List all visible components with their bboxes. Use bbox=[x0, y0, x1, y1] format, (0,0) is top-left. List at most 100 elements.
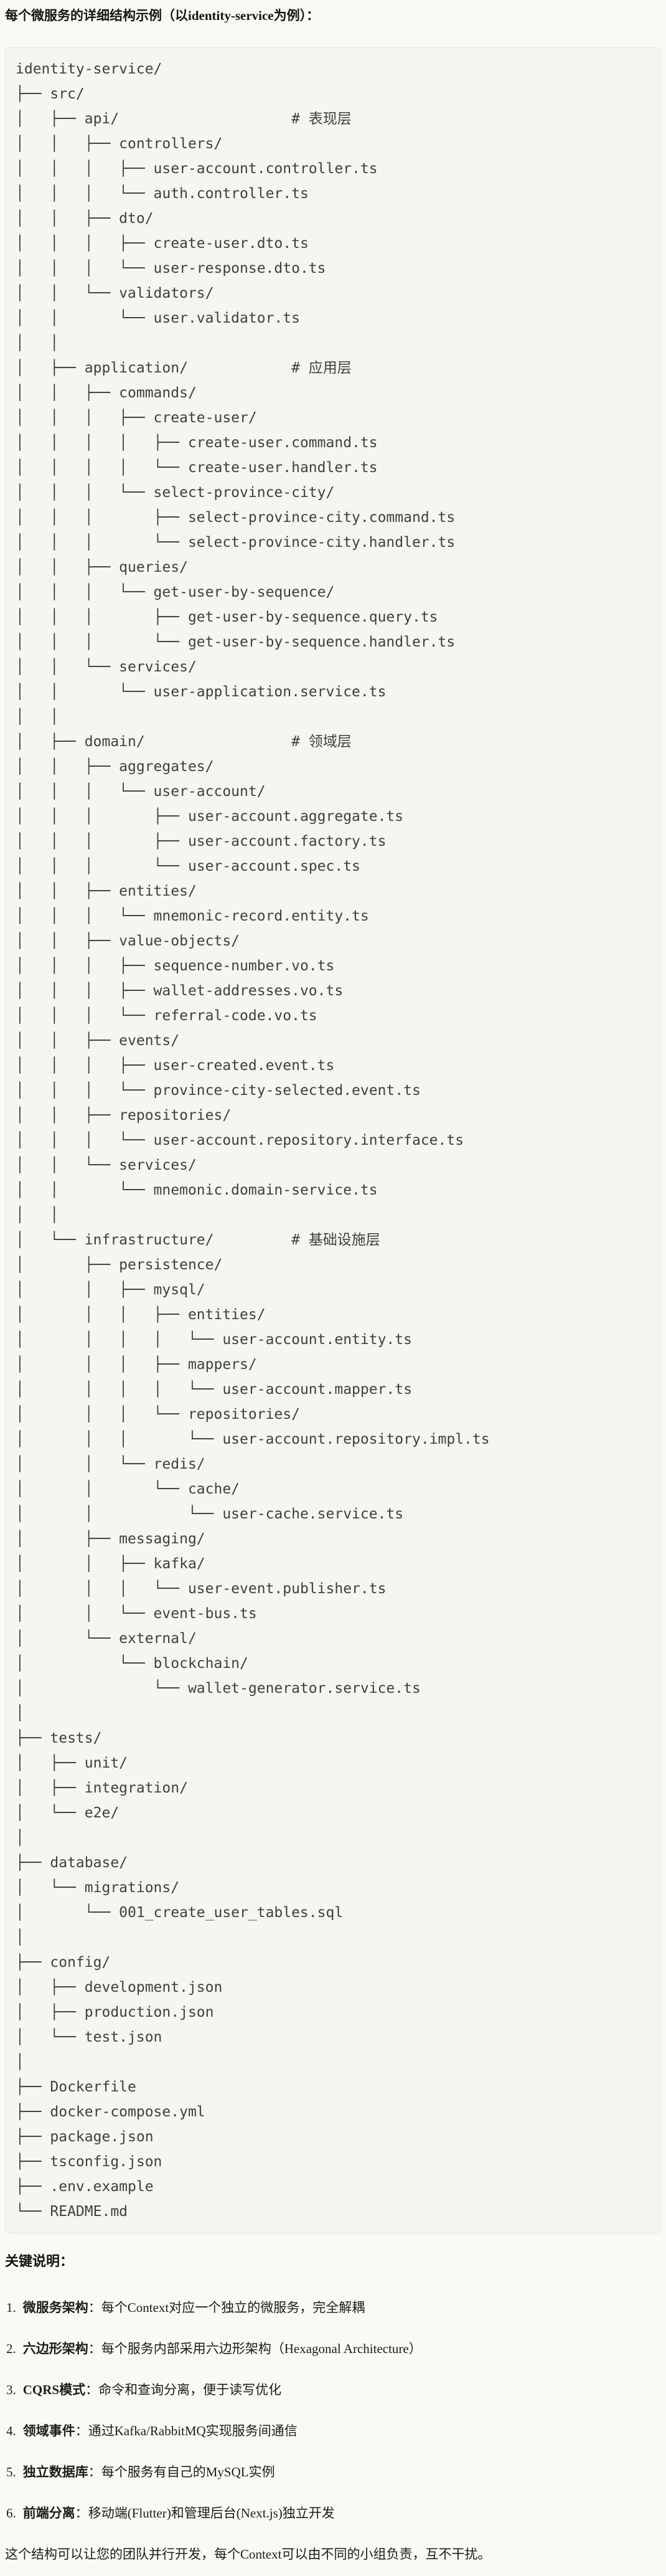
tree-line: ├── tsconfig.json bbox=[16, 2154, 162, 2170]
tree-line: │ │ │ ├── entities/ bbox=[16, 1307, 266, 1323]
note-colon: ： bbox=[75, 2423, 88, 2438]
tree-line: │ └── wallet-generator.service.ts bbox=[16, 1680, 421, 1697]
note-term: CQRS模式 bbox=[22, 2382, 86, 2397]
note-item: 2. 六边形架构：每个服务内部采用六边形架构（Hexagonal Architec… bbox=[6, 2339, 661, 2358]
notes-heading: 关键说明： bbox=[5, 2253, 74, 2269]
tree-line: │ ├── integration/ bbox=[16, 1780, 188, 1796]
tree-line: │ │ │ └── select-province-city/ bbox=[16, 485, 335, 501]
tree-line: │ │ │ │ └── create-user.handler.ts bbox=[16, 460, 378, 476]
tree-line: │ │ ├── dto/ bbox=[16, 211, 154, 227]
tree-line: ├── package.json bbox=[16, 2129, 154, 2145]
note-number: 1. bbox=[6, 2300, 16, 2315]
tree-line: │ │ │ │ └── user-account.entity.ts bbox=[16, 1332, 412, 1348]
tree-line: ├── config/ bbox=[16, 1954, 111, 1971]
note-description: 每个服务内部采用六边形架构（Hexagonal Architecture） bbox=[101, 2341, 422, 2356]
tree-line: │ │ │ └── user-response.dto.ts bbox=[16, 260, 326, 277]
tree-line: │ │ │ └── user-event.publisher.ts bbox=[16, 1581, 387, 1597]
tree-line: │ ├── development.json bbox=[16, 1979, 223, 1996]
tree-line: │ │ │ ├── create-user.dto.ts bbox=[16, 235, 309, 252]
tree-line: │ │ │ ├── user-account.aggregate.ts bbox=[16, 808, 404, 825]
tree-line: │ │ │ ├── get-user-by-sequence.query.ts bbox=[16, 609, 438, 625]
tree-line: │ │ ├── value-objects/ bbox=[16, 933, 240, 949]
tree-line: │ │ bbox=[16, 335, 59, 351]
note-colon: ： bbox=[88, 2465, 101, 2479]
tree-line: │ └── test.json bbox=[16, 2029, 162, 2045]
tree-line: │ bbox=[16, 2054, 24, 2070]
tree-line: ├── tests/ bbox=[16, 1730, 102, 1746]
tree-line: │ │ │ ├── create-user/ bbox=[16, 410, 257, 426]
note-item: 5.独立数据库：每个服务有自己的MySQL实例 bbox=[6, 2463, 661, 2481]
tree-line: │ │ ├── commands/ bbox=[16, 385, 197, 401]
tree-line: │ │ │ │ └── user-account.mapper.ts bbox=[16, 1381, 412, 1398]
tree-line: ├── .env.example bbox=[16, 2179, 154, 2195]
note-item: 4. 领域事件：通过Kafka/RabbitMQ实现服务间通信 bbox=[6, 2422, 661, 2440]
note-item: 6. 前端分离：移动端(Flutter)和管理后台(Next.js)独立开发 bbox=[6, 2504, 661, 2522]
note-term: 领域事件 bbox=[22, 2423, 75, 2438]
note-item: 3.CQRS模式：命令和查询分离，便于读写优化 bbox=[6, 2380, 661, 2399]
tree-line: │ │ │ └── referral-code.vo.ts bbox=[16, 1008, 317, 1024]
tree-line: ├── database/ bbox=[16, 1855, 128, 1871]
tree-line: │ ├── domain/ # 领域层 bbox=[16, 734, 352, 750]
tree-line: │ │ └── event-bus.ts bbox=[16, 1606, 257, 1622]
note-number: 6. bbox=[6, 2506, 16, 2521]
tree-line: │ │ │ └── user-account.repository.interf… bbox=[16, 1132, 464, 1148]
tree-line: │ │ │ └── select-province-city.handler.t… bbox=[16, 534, 456, 551]
note-item: 1.微服务架构：每个Context对应一个独立的微服务，完全解耦 bbox=[6, 2298, 661, 2317]
tree-line: identity-service/ bbox=[16, 61, 162, 77]
note-colon: ： bbox=[75, 2506, 88, 2521]
note-term: 六边形架构 bbox=[22, 2341, 88, 2356]
tree-line: └── README.md bbox=[16, 2204, 128, 2220]
tree-line: ├── Dockerfile bbox=[16, 2079, 136, 2095]
tree-line: │ │ │ └── province-city-selected.event.t… bbox=[16, 1082, 421, 1099]
closing-paragraph: 这个结构可以让您的团队并行开发，每个Context可以由不同的小组负责，互不干扰… bbox=[5, 2547, 491, 2562]
tree-line: │ └── migrations/ bbox=[16, 1880, 180, 1896]
tree-line: │ │ │ ├── user-account.factory.ts bbox=[16, 833, 387, 850]
note-description: 通过Kafka/RabbitMQ实现服务间通信 bbox=[88, 2423, 298, 2438]
tree-line: │ bbox=[16, 1830, 24, 1846]
tree-line: │ bbox=[16, 1705, 24, 1721]
note-description: 移动端(Flutter)和管理后台(Next.js)独立开发 bbox=[88, 2506, 335, 2521]
directory-tree: identity-service/ ├── src/ │ ├── api/ # 表现… bbox=[16, 57, 650, 2224]
note-number: 5. bbox=[6, 2465, 16, 2479]
tree-line: │ │ │ └── get-user-by-sequence.handler.t… bbox=[16, 634, 456, 650]
tree-line: │ │ │ ├── select-province-city.command.t… bbox=[16, 509, 456, 526]
note-colon: ： bbox=[88, 2300, 101, 2315]
note-description: 命令和查询分离，便于读写优化 bbox=[98, 2382, 282, 2397]
tree-line: │ │ ├── events/ bbox=[16, 1033, 180, 1049]
note-number: 2. bbox=[6, 2341, 16, 2356]
tree-line: │ │ ├── entities/ bbox=[16, 883, 197, 899]
tree-line: │ │ └── redis/ bbox=[16, 1456, 205, 1472]
tree-line: │ │ bbox=[16, 1207, 59, 1223]
note-description: 每个服务有自己的MySQL实例 bbox=[101, 2465, 275, 2479]
note-colon: ： bbox=[85, 2382, 99, 2397]
tree-line: ├── src/ bbox=[16, 86, 85, 102]
tree-line: │ └── external/ bbox=[16, 1631, 197, 1647]
tree-line: │ ├── production.json bbox=[16, 2004, 214, 2020]
tree-line: │ │ ├── aggregates/ bbox=[16, 759, 214, 775]
tree-line: │ │ ├── mysql/ bbox=[16, 1282, 205, 1298]
tree-line: │ ├── application/ # 应用层 bbox=[16, 360, 352, 376]
tree-line: │ └── infrastructure/ # 基础设施层 bbox=[16, 1232, 380, 1248]
tree-line: │ │ │ └── repositories/ bbox=[16, 1406, 300, 1423]
tree-line: │ │ └── user-cache.service.ts bbox=[16, 1506, 404, 1522]
tree-line: │ bbox=[16, 1930, 24, 1946]
tree-line: │ │ │ ├── user-account.controller.ts bbox=[16, 161, 378, 177]
note-colon: ： bbox=[88, 2341, 101, 2356]
tree-line: │ ├── unit/ bbox=[16, 1755, 128, 1771]
tree-line: │ ├── messaging/ bbox=[16, 1531, 205, 1547]
tree-line: │ ├── api/ # 表现层 bbox=[16, 111, 352, 127]
tree-line: │ │ ├── kafka/ bbox=[16, 1556, 205, 1572]
tree-line: │ │ │ │ ├── create-user.command.ts bbox=[16, 435, 378, 451]
tree-line: │ │ │ └── user-account/ bbox=[16, 784, 266, 800]
tree-line: │ │ └── mnemonic.domain-service.ts bbox=[16, 1182, 378, 1198]
directory-tree-code-block: identity-service/ ├── src/ │ ├── api/ # 表现… bbox=[5, 47, 661, 2233]
tree-line: │ │ │ └── get-user-by-sequence/ bbox=[16, 584, 335, 600]
note-number: 4. bbox=[6, 2423, 16, 2438]
page-title: 每个微服务的详细结构示例（以identity-service为例）： bbox=[5, 8, 320, 23]
tree-line: │ │ └── user-application.service.ts bbox=[16, 684, 387, 700]
tree-line: │ ├── persistence/ bbox=[16, 1257, 223, 1273]
note-term: 前端分离 bbox=[22, 2506, 75, 2521]
tree-line: │ │ │ ├── user-created.event.ts bbox=[16, 1058, 335, 1074]
